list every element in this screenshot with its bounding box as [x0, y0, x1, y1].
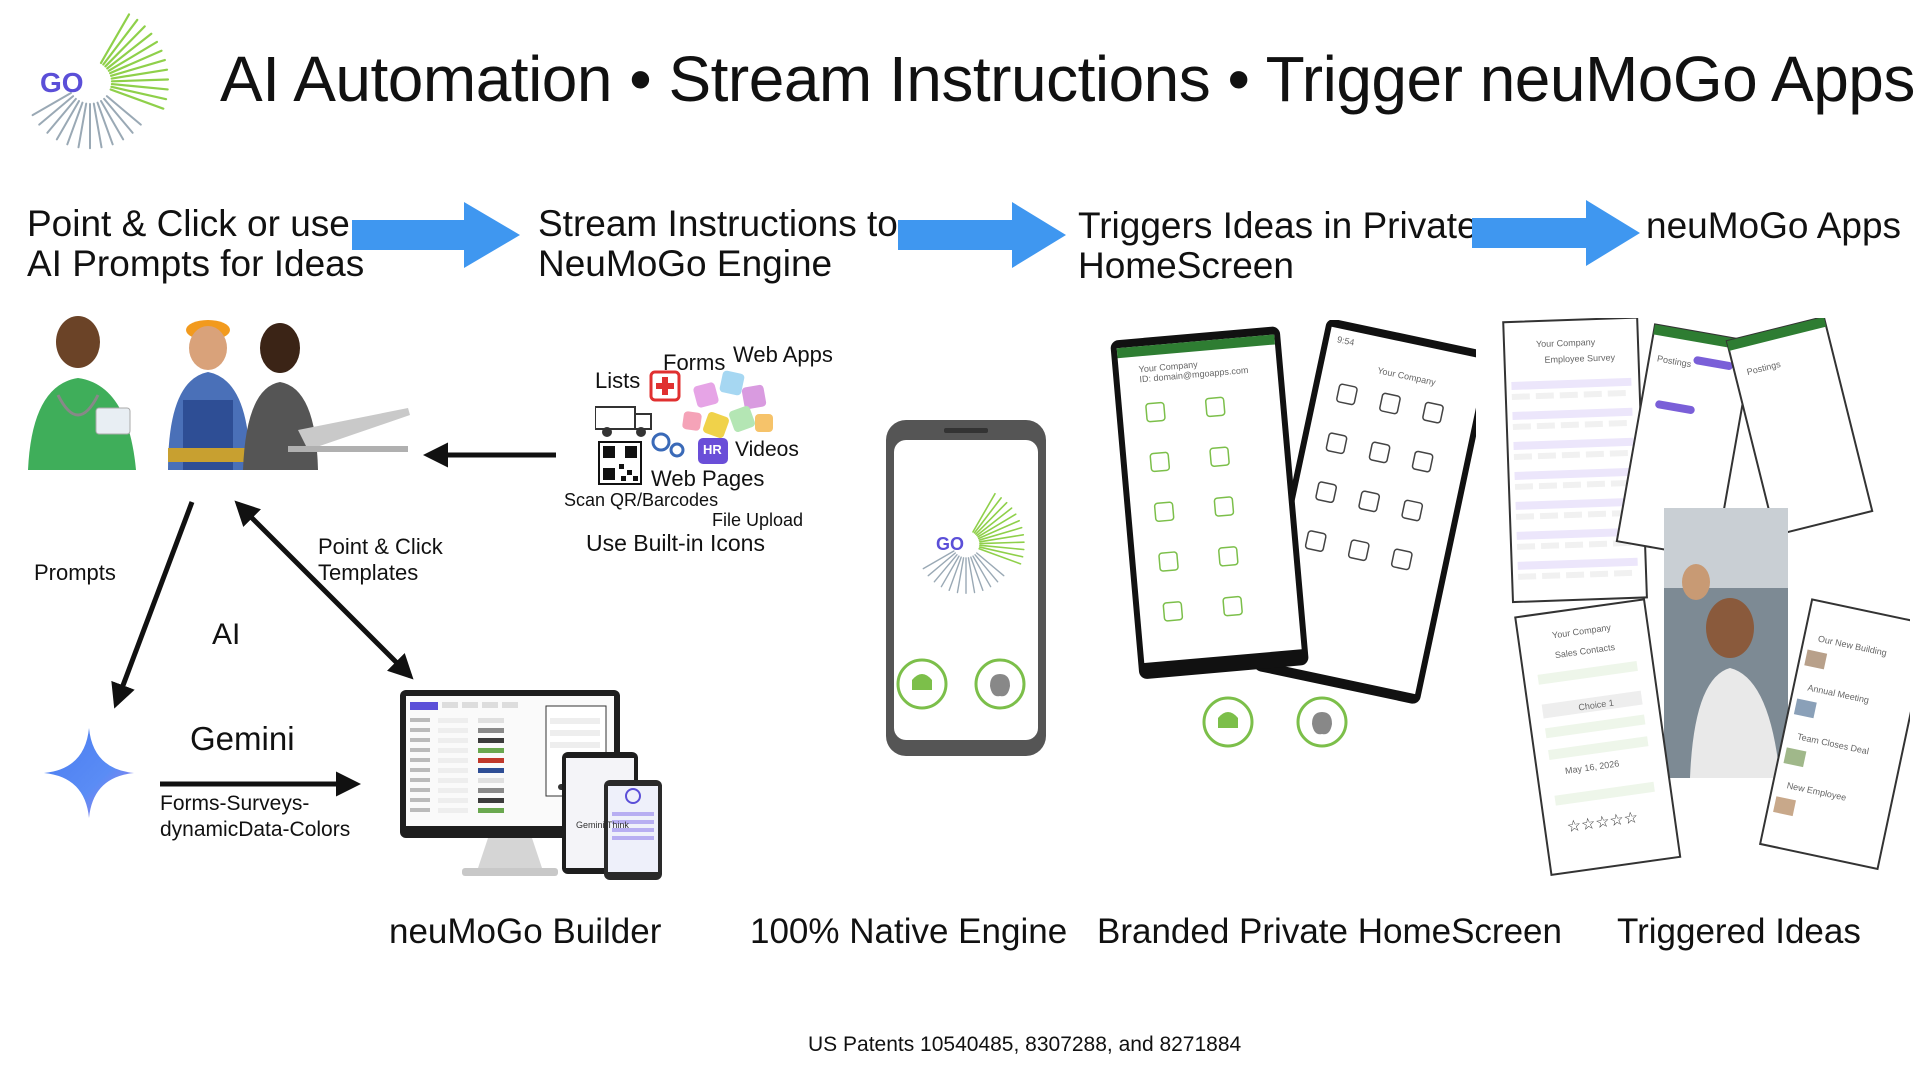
survey-title: Employee Survey: [1544, 352, 1615, 364]
prompts-label: Prompts: [34, 560, 116, 585]
file-upload-label: File Upload: [712, 510, 804, 530]
step-2-label: Stream Instructions to NeuMoGo Engine: [538, 204, 898, 284]
prompts-arrow: [111, 501, 195, 709]
caption-builder: neuMoGo Builder: [389, 912, 662, 951]
step-4-label: neuMoGo Apps: [1646, 206, 1901, 246]
step-1-line2: AI Prompts for Ideas: [27, 243, 365, 284]
templates-label: Templates: [318, 560, 419, 585]
step-1-label: Point & Click or use AI Prompts for Idea…: [27, 204, 364, 284]
forms-surveys-label: Forms-Surveys-: [160, 792, 310, 815]
videos-label: Videos: [735, 438, 799, 461]
team-photo: [1664, 508, 1788, 778]
page-title: AI Automation • Stream Instructions • Tr…: [220, 43, 1915, 115]
list-truck-icon: [595, 406, 652, 437]
logo-text: GO: [40, 67, 84, 98]
ai-label: AI: [212, 618, 241, 651]
caption-homescreen: Branded Private HomeScreen: [1097, 912, 1562, 951]
builtin-icons-label: Use Built-in Icons: [586, 530, 765, 556]
point-click-label: Point & Click: [318, 534, 443, 559]
builder-devices: Gemini Think: [398, 688, 668, 888]
step-3-line2: HomeScreen: [1078, 245, 1294, 286]
engine-logo-text: GO: [936, 534, 964, 554]
gemini-star-icon: [44, 728, 134, 818]
flow-arrow-1: [352, 202, 520, 268]
doctor-figure: [28, 316, 136, 470]
homescreen-phones: 9:54 Your Company Your Company ID: domai…: [1086, 320, 1476, 748]
scan-label: Scan QR/Barcodes: [564, 490, 719, 510]
neumogo-logo: GO: [31, 13, 170, 150]
monitor-graphic: [400, 690, 662, 880]
gemini-label: Gemini: [190, 720, 295, 757]
choice-value: Choice 1: [1578, 698, 1615, 713]
step-3-line1: Triggers Ideas in Private: [1078, 205, 1478, 246]
point-click-arrow: [234, 500, 414, 680]
icons-graphic: [595, 370, 773, 485]
survey-company: Your Company: [1536, 337, 1596, 349]
web-pages-label: Web Pages: [651, 466, 765, 491]
step-1-line1: Point & Click or use: [27, 203, 350, 244]
collage-graphic: Your Company Employee Survey Postings Po…: [1502, 318, 1910, 877]
gemini-think-label: Gemini Think: [576, 820, 629, 830]
phone-graphic: GO: [886, 420, 1046, 756]
engine-phone: GO: [884, 418, 1048, 758]
homescreen-graphic: 9:54 Your Company Your Company ID: domai…: [1110, 320, 1476, 704]
triggered-apps-collage: Your Company Employee Survey Postings Po…: [1500, 318, 1910, 888]
step-4-line1: neuMoGo Apps: [1646, 205, 1902, 246]
caption-triggered: Triggered Ideas: [1617, 912, 1861, 951]
feature-icons-cluster: Lists Forms Web Apps HR Videos Web Pages: [595, 342, 855, 512]
phone-b-time: 9:54: [1336, 334, 1355, 347]
caption-engine: 100% Native Engine: [750, 912, 1068, 951]
qr-code-icon: [598, 441, 642, 485]
step-3-label: Triggers Ideas in Private HomeScreen: [1078, 206, 1478, 286]
step-2-line1: Stream Instructions to: [538, 203, 898, 244]
patents-footer: US Patents 10540485, 8307288, and 827188…: [808, 1033, 1242, 1056]
worker-figure: [168, 320, 250, 470]
web-apps-label: Web Apps: [733, 342, 833, 367]
flow-arrow-3: [1472, 200, 1640, 266]
flow-arrow-2: [898, 202, 1066, 268]
dynamic-data-label: dynamicData-Colors: [160, 818, 351, 841]
hr-badge: HR: [703, 442, 722, 457]
lists-label: Lists: [595, 368, 641, 393]
medical-cross-icon: [649, 370, 681, 402]
homescreen-store-icons: [1202, 696, 1348, 748]
step-2-line2: NeuMoGo Engine: [538, 243, 833, 284]
people-photo: [28, 316, 410, 470]
forms-label: Forms: [663, 350, 726, 375]
woman-figure: [243, 323, 410, 470]
